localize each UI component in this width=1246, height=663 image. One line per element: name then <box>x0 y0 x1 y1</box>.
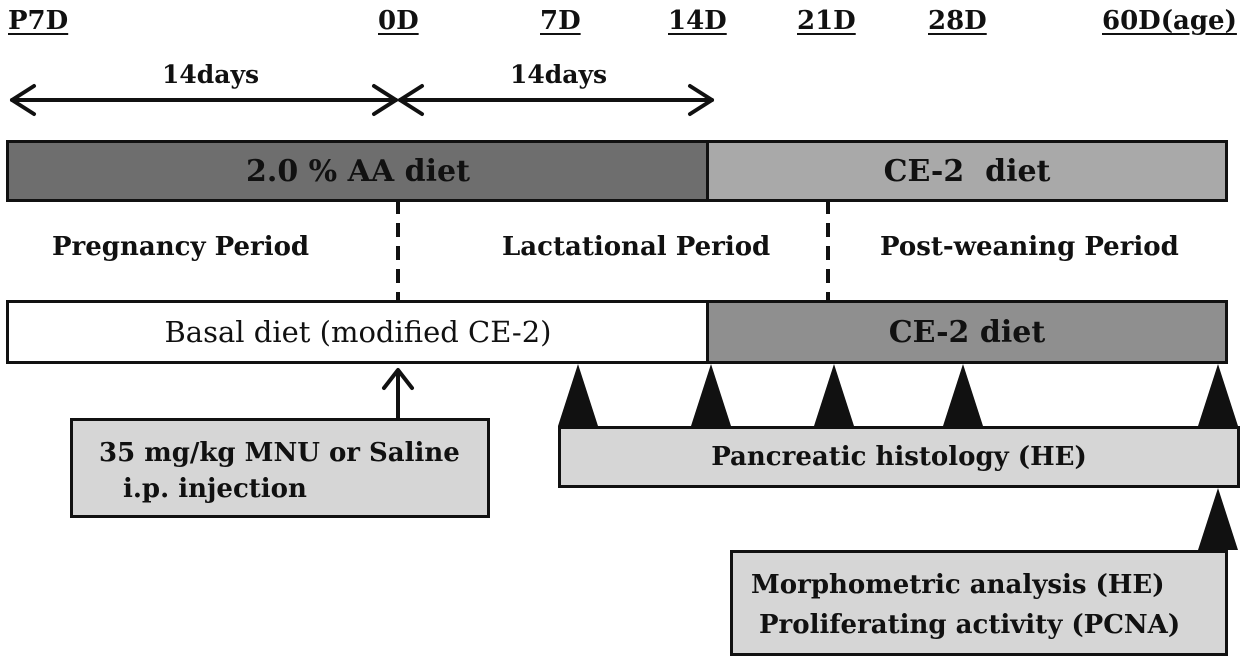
injection-box: 35 mg/kg MNU or Saline i.p. injection <box>70 418 490 518</box>
ce2-diet-top-label: CE-2 diet <box>883 153 1051 189</box>
histology-box: Pancreatic histology (HE) <box>558 426 1240 488</box>
tick-28d: 28D <box>928 6 987 36</box>
arrow-head-left-1 <box>10 84 36 116</box>
tick-0d: 0D <box>378 6 419 36</box>
tick-14d: 14D <box>668 6 727 36</box>
tick-p7d: P7D <box>8 6 69 36</box>
tick-60d: 60D(age) <box>1102 6 1237 36</box>
aa-diet-label: 2.0 % AA diet <box>246 153 470 189</box>
ce2-diet-bottom-bar: CE-2 diet <box>706 300 1228 364</box>
sampling-triangle-60d <box>1198 364 1238 426</box>
arrow-head-right-1 <box>372 84 398 116</box>
ce2-diet-top-bar: CE-2 diet <box>706 140 1228 202</box>
sampling-triangle-21d <box>814 364 854 426</box>
ce2-diet-bottom-label: CE-2 diet <box>888 314 1046 350</box>
post-weaning-period-label: Post-weaning Period <box>880 232 1179 262</box>
sampling-triangle-analysis <box>1198 488 1238 550</box>
span-label-lactation: 14days <box>510 60 608 89</box>
arrow-head-left-2 <box>398 84 424 116</box>
span-label-pregnancy: 14days <box>162 60 260 89</box>
sampling-triangle-14d <box>691 364 731 426</box>
aa-diet-bar: 2.0 % AA diet <box>6 140 710 202</box>
histology-label: Pancreatic histology (HE) <box>711 442 1087 472</box>
injection-line-1: 35 mg/kg MNU or Saline <box>99 438 460 468</box>
tick-7d: 7D <box>540 6 581 36</box>
basal-diet-bar: Basal diet (modified CE-2) <box>6 300 710 364</box>
arrow-head-right-2 <box>688 84 714 116</box>
analysis-box: Morphometric analysis (HE) Proliferating… <box>730 550 1228 656</box>
lactational-period-label: Lactational Period <box>502 232 771 262</box>
sampling-triangle-7d <box>558 364 598 426</box>
analysis-line-1: Morphometric analysis (HE) <box>751 570 1165 600</box>
tick-21d: 21D <box>797 6 856 36</box>
injection-arrow-head <box>382 368 414 390</box>
sampling-triangle-28d <box>943 364 983 426</box>
basal-diet-label: Basal diet (modified CE-2) <box>164 315 552 349</box>
injection-line-2: i.p. injection <box>123 474 307 504</box>
analysis-line-2: Proliferating activity (PCNA) <box>759 610 1181 640</box>
pregnancy-period-label: Pregnancy Period <box>52 232 310 262</box>
